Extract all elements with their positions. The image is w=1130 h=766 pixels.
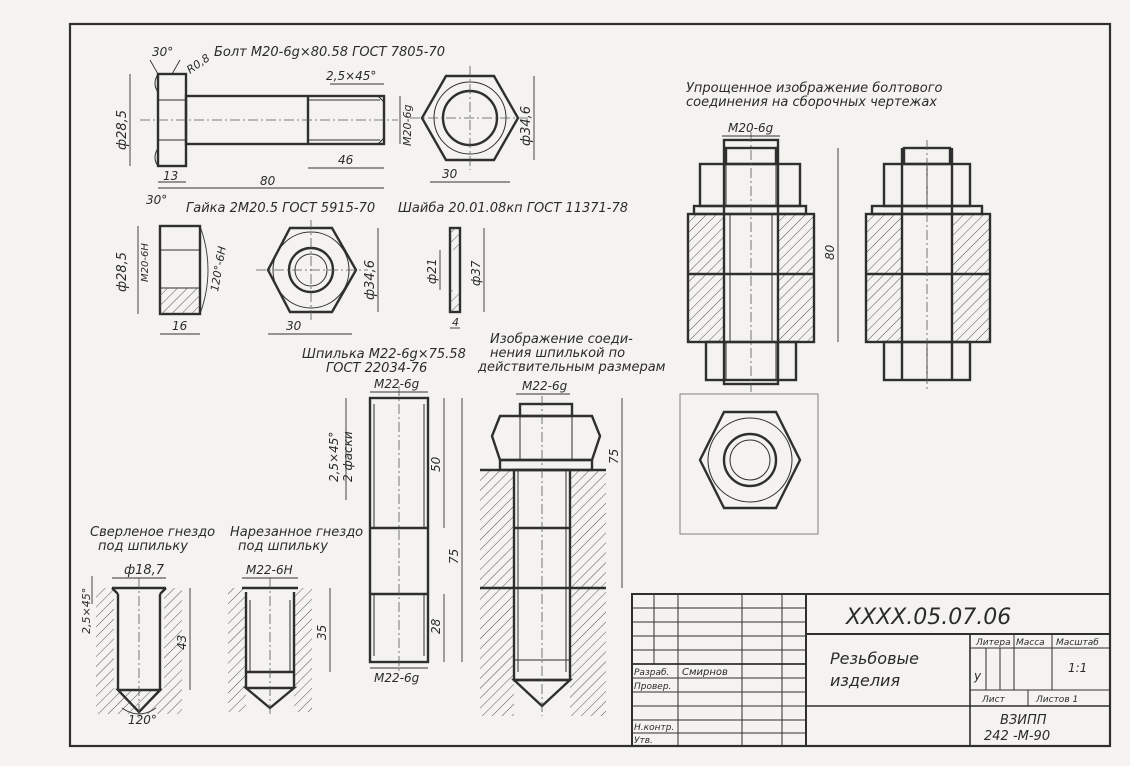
title-block: XXXX.05.07.06 Резьбовые изделия Разраб. … [631, 593, 1111, 747]
drilled-title-1: Сверленое гнездо [90, 525, 215, 540]
stud-chamfer-1: 2,5×45° [327, 432, 341, 482]
nut-angle: 30° [146, 193, 167, 207]
stud-title-1: Шпилька М22-6g×75.58 [302, 347, 466, 362]
drilled-title-2: под шпильку [98, 539, 188, 554]
title-block-razrab: Разраб. [634, 668, 669, 678]
title-block-nkontr: Н.контр. [634, 723, 674, 733]
stud-thread-bottom: М22-6g [374, 671, 420, 685]
title-block-org-1: ВЗИПП [1000, 713, 1047, 728]
washer-view: ф21 ф37 4 Шайба 20.01.08кп ГОСТ 11371-78 [398, 201, 628, 329]
stud-conn-thread: М22-6g [522, 379, 568, 393]
title-block-litera-value: у [973, 669, 982, 683]
nut-end-view: ф34,6 30 [256, 220, 379, 335]
stud-view: М22-6g М22-6g 2,5×45° 2 фаски 50 75 28 Ш… [302, 347, 466, 685]
bolt-view: 30° R0,8 2,5×45° ф28,5 М20-6g 46 13 80 Б… [115, 45, 445, 189]
simplified-length: 80 [823, 244, 837, 260]
simplified-connection-front: М20-6g 80 Упрощенное изображение болтово… [686, 81, 943, 392]
bolt-title: Болт М20-6g×80.58 ГОСТ 7805-70 [214, 45, 445, 60]
title-block-utv: Утв. [634, 736, 653, 746]
stud-thread-top: М22-6g [374, 377, 420, 391]
simplified-title-2: соединения на сборочных чертежах [686, 95, 937, 110]
washer-thickness: 4 [452, 316, 459, 329]
title-block-litera: Литера [975, 638, 1011, 648]
bolt-length: 80 [260, 174, 276, 188]
bolt-radius: R0,8 [184, 51, 212, 76]
stud-length-bottom: 28 [429, 618, 443, 634]
title-block-razrab-name: Смирнов [682, 667, 728, 678]
title-block-listov: Листов 1 [1035, 695, 1078, 705]
bolt-head-dia: ф28,5 [115, 110, 130, 150]
drilled-angle: 120° [128, 713, 157, 727]
tapped-depth: 35 [315, 625, 329, 640]
bolt-end-view: ф34,6 30 [410, 66, 535, 183]
bolt-head-height: 13 [163, 169, 178, 183]
simplified-connection-top [679, 393, 819, 535]
bolt-across-corners: ф34,6 [519, 106, 534, 146]
tapped-title-2: под шпильку [238, 539, 328, 554]
title-block-masshtab: Масштаб [1056, 638, 1099, 648]
title-block-masshtab-value: 1:1 [1068, 661, 1087, 675]
title-block-prover: Провер. [634, 682, 671, 692]
washer-inner-dia: ф21 [425, 258, 439, 284]
nut-thread: М20-6Н [140, 243, 151, 282]
drilled-chamfer: 2,5×45° [80, 588, 93, 634]
bolt-chamfer: 2,5×45° [326, 69, 376, 83]
stud-title-2: ГОСТ 22034-76 [326, 361, 427, 376]
title-block-name-1: Резьбовые [830, 649, 919, 668]
title-block-list: Лист [981, 695, 1006, 705]
tapped-thread: М22-6Н [246, 563, 293, 577]
stud-conn-title-3: действительным размерам [477, 360, 666, 375]
nut-angle-120: 120°-6Н [208, 245, 229, 292]
stud-conn-title-2: нения шпилькой по [490, 346, 625, 361]
nut-title: Гайка 2М20.5 ГОСТ 5915-70 [186, 201, 375, 216]
sheet-frame [68, 22, 1112, 748]
stud-length-top: 50 [429, 456, 443, 472]
bolt-thread-length: 46 [338, 153, 354, 167]
nut-across-flats: 30 [286, 319, 302, 333]
drilled-hole-view: ф18,7 2,5×45° 43 120° Сверленое гнездо п… [80, 525, 215, 727]
nut-dia: ф28,5 [115, 252, 130, 292]
tapped-hole-view: М22-6Н 35 Нарезанное гнездо под шпильку [228, 525, 363, 716]
simplified-title-1: Упрощенное изображение болтового [686, 81, 943, 96]
bolt-across-flats: 30 [442, 167, 458, 181]
drilled-depth: 43 [175, 635, 189, 650]
washer-title: Шайба 20.01.08кп ГОСТ 11371-78 [398, 201, 628, 216]
stud-length-total: 75 [447, 549, 461, 564]
stud-conn-length: 75 [607, 449, 621, 464]
stud-conn-title-1: Изображение соеди- [490, 332, 633, 347]
drilled-dia: ф18,7 [124, 563, 165, 578]
stud-chamfer-2: 2 фаски [341, 431, 355, 482]
title-block-name-2: изделия [830, 671, 900, 690]
stud-connection-view: М22-6g 75 Изображение соеди- нения шпиль… [477, 332, 666, 716]
title-block-massa: Масса [1016, 638, 1045, 648]
title-block-org-2: 242 -М-90 [984, 729, 1050, 744]
nut-across-corners: ф34,6 [363, 260, 378, 300]
bolt-thread: М20-6g [401, 105, 414, 146]
nut-height: 16 [172, 319, 188, 333]
tapped-title-1: Нарезанное гнездо [230, 525, 363, 540]
simplified-thread: М20-6g [728, 121, 774, 135]
simplified-connection-side [864, 140, 992, 390]
title-block-code: XXXX.05.07.06 [845, 605, 1011, 630]
washer-outer-dia: ф37 [469, 260, 483, 286]
nut-side-view: 30° ф28,5 М20-6Н 120°-6Н 16 Гайка 2М20.5… [115, 193, 375, 335]
bolt-angle: 30° [152, 45, 173, 59]
